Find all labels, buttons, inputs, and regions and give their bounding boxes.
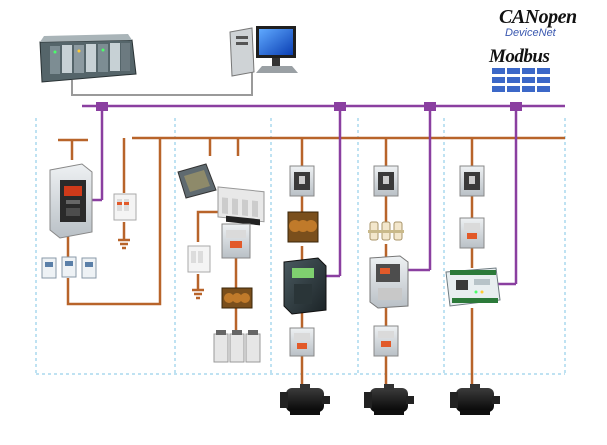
surge-protector-icon bbox=[113, 193, 137, 221]
fuse-holder-icon bbox=[217, 186, 265, 226]
motor-icon bbox=[364, 384, 414, 415]
contactor-icon bbox=[289, 327, 315, 357]
reactor-icon bbox=[287, 211, 319, 243]
modbus-logo: Modbus bbox=[489, 46, 550, 67]
plc-rack-icon bbox=[39, 34, 137, 83]
motor-icon bbox=[450, 384, 500, 415]
fuse-icon bbox=[368, 221, 404, 241]
reactor-icon bbox=[221, 287, 253, 309]
power-meter-display-icon bbox=[177, 163, 217, 199]
io-module-icon bbox=[445, 267, 501, 307]
motor-breaker-icon bbox=[289, 165, 315, 197]
surge-protector-icon bbox=[187, 245, 211, 273]
circuit-breaker-icon bbox=[49, 163, 93, 239]
tap-connector bbox=[424, 102, 436, 111]
variable-speed-drive-icon bbox=[283, 257, 327, 315]
canopen-logo: CANopen bbox=[499, 6, 577, 28]
ethernet-cable bbox=[71, 72, 253, 96]
motor-breaker-icon bbox=[373, 165, 399, 197]
tap-connector bbox=[96, 102, 108, 111]
power-bus bbox=[58, 136, 565, 388]
power-meter-icon bbox=[41, 256, 97, 279]
contactor-icon bbox=[459, 217, 485, 249]
profibus-logo-icon bbox=[492, 68, 550, 92]
tap-connector bbox=[510, 102, 522, 111]
contactor-icon bbox=[221, 223, 251, 259]
capacitor-bank-icon bbox=[213, 330, 261, 363]
fieldbus-taps bbox=[96, 102, 522, 111]
motor-breaker-icon bbox=[459, 165, 485, 197]
soft-starter-icon bbox=[369, 255, 409, 309]
fieldbus-line bbox=[82, 104, 565, 286]
workstation-icon bbox=[229, 26, 298, 77]
panel-borders bbox=[35, 118, 566, 375]
motor-icon bbox=[280, 384, 330, 415]
devicenet-logo: DeviceNet bbox=[505, 27, 556, 39]
tap-connector bbox=[334, 102, 346, 111]
contactor-icon bbox=[373, 325, 399, 357]
